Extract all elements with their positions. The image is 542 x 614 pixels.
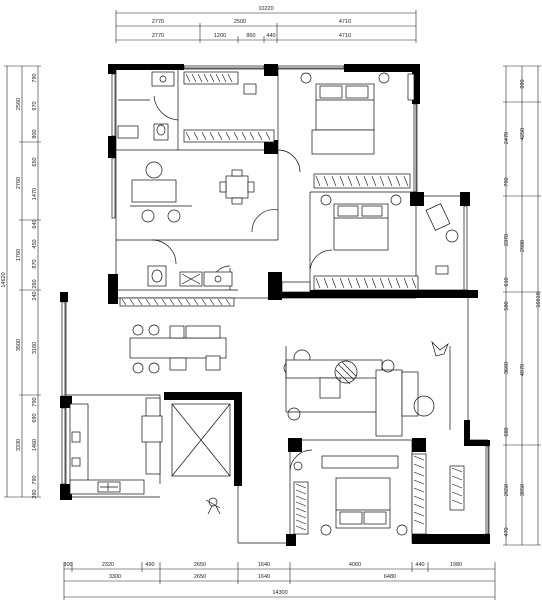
wardrobe-bedroom3-left [293, 481, 309, 535]
dim-right-r1-3: 4970 [520, 364, 526, 376]
kitchen [69, 397, 163, 495]
dim-left-r2-11: 790 [32, 397, 38, 406]
dim-right-r2-7: 2650 [504, 484, 510, 496]
dim-left-r2-13: 1460 [32, 439, 38, 451]
dim-bot-r1-2: 490 [145, 562, 154, 568]
dim-left-r1-4: 3330 [16, 439, 22, 451]
dim-top-r2-4: 4710 [339, 33, 351, 39]
dim-right-r1-2: 2980 [520, 240, 526, 252]
dim-top-r1-0: 2770 [152, 19, 164, 25]
dim-right-r1-4: 3950 [520, 484, 526, 496]
dim-bot-r1-4: 1640 [258, 562, 270, 568]
dim-bot-r1-1: 2320 [102, 562, 114, 568]
dim-left-r2-6: 450 [32, 239, 38, 248]
wardrobe-bedroom1 [313, 173, 411, 189]
dimension-bottom: 300 2320 490 2650 1640 4060 440 1980 330… [63, 562, 496, 600]
bedroom-second [320, 194, 459, 275]
dim-left-r2-8: 260 [32, 279, 38, 288]
dim-top-r2-0: 2770 [152, 33, 164, 39]
dim-right-r2-1: 790 [504, 177, 510, 186]
bathroom-second [147, 265, 233, 287]
dim-bot-r1-6: 440 [415, 562, 424, 568]
dim-left-r1-3: 3500 [16, 339, 22, 351]
wardrobe-bedroom3-right [411, 453, 427, 535]
entrance-figure [205, 497, 221, 515]
dim-top-r2-3: 440 [266, 33, 275, 39]
wardrobe-study-top [183, 71, 239, 85]
study [130, 161, 255, 223]
dim-right-r1-0: 990 [520, 79, 526, 88]
dim-right-r2-4: 580 [504, 301, 510, 310]
dimension-left: 14620 2560 2760 1760 3500 3330 790 970 8… [1, 65, 41, 499]
dim-right-r2-5: 3660 [504, 362, 510, 374]
wardrobe-study-bottom [183, 129, 275, 143]
elevator-shaft [171, 403, 231, 477]
bathroom-top [117, 71, 257, 141]
dim-left-r2-9: 240 [32, 291, 38, 300]
dim-top-r2-2: 860 [246, 33, 255, 39]
dim-top-r2-1: 1200 [214, 33, 226, 39]
dim-right-r2-8: 470 [504, 527, 510, 536]
dim-left-r2-3: 650 [32, 157, 38, 166]
dim-top-r1-1: 2500 [234, 19, 246, 25]
dim-right-r2-2: 2370 [504, 234, 510, 246]
dim-left-r2-4: 1470 [32, 188, 38, 200]
dim-left-r2-0: 790 [32, 73, 38, 82]
dim-right-overall: 16610 [536, 292, 542, 307]
doors [151, 95, 333, 471]
dim-right-r2-3: 610 [504, 277, 510, 286]
bedroom-master [300, 72, 415, 155]
dining [129, 324, 227, 374]
dim-bot-r1-7: 1980 [450, 562, 462, 568]
living-room [283, 340, 451, 437]
dim-left-r2-5: 640 [32, 219, 38, 228]
dim-right-r2-6: 680 [504, 427, 510, 436]
solid-walls [60, 64, 490, 546]
dim-bot-r2-0: 3300 [109, 574, 121, 580]
dim-left-r1-2: 1760 [16, 249, 22, 261]
dim-top-overall: 10220 [258, 6, 273, 12]
dim-left-r2-7: 870 [32, 259, 38, 268]
dim-bot-r1-0: 300 [63, 562, 72, 568]
wardrobe-bedroom3-balcony [449, 465, 465, 511]
dim-left-r2-15: 280 [32, 489, 38, 498]
dim-left-overall: 14620 [1, 272, 7, 287]
dimension-top: 10220 2770 2500 4710 2770 1200 860 440 4… [115, 6, 417, 43]
bedroom-third [293, 455, 408, 536]
dim-left-r2-14: 790 [32, 475, 38, 484]
dim-left-r2-12: 690 [32, 413, 38, 422]
dim-top-r1-2: 4710 [339, 19, 351, 25]
dim-left-r2-2: 800 [32, 129, 38, 138]
wardrobe-bedroom2 [313, 275, 419, 291]
dim-bot-r2-1: 2650 [194, 574, 206, 580]
dim-bot-r2-2: 1640 [258, 574, 270, 580]
dim-right-r1-1: 4250 [520, 128, 526, 140]
dim-left-r1-1: 2760 [16, 177, 22, 189]
dim-bot-r2-3: 6480 [384, 574, 396, 580]
wardrobe-corridor [119, 281, 311, 307]
dim-left-r2-10: 3160 [32, 342, 38, 354]
dimension-right: 16610 990 4250 2980 4970 3950 2470 790 2… [503, 65, 542, 546]
dim-bot-overall: 14300 [272, 590, 287, 596]
dim-right-r2-0: 2470 [504, 132, 510, 144]
windows [61, 65, 490, 535]
dim-bot-r1-3: 2650 [194, 562, 206, 568]
dim-bot-r1-5: 4060 [349, 562, 361, 568]
dim-left-r1-0: 2560 [16, 98, 22, 110]
dim-left-r2-1: 970 [32, 101, 38, 110]
